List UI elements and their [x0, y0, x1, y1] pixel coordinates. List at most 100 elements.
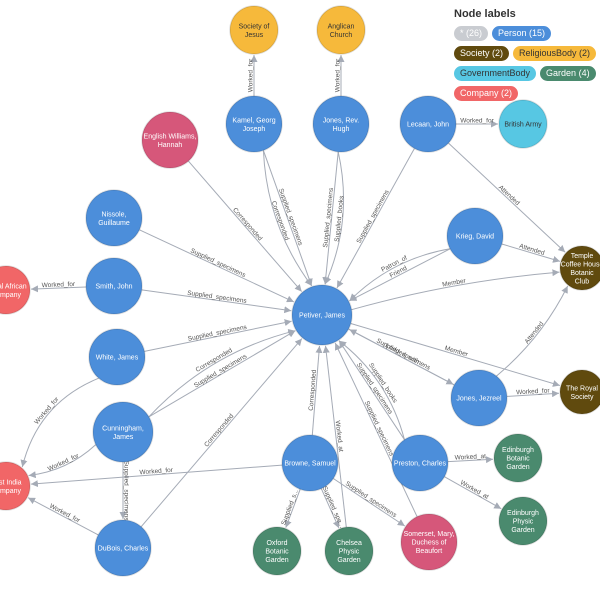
- edge-line[interactable]: [27, 497, 99, 536]
- node-cunningham[interactable]: Cunningham,James: [92, 401, 154, 463]
- religious-body-node-circle[interactable]: [229, 5, 279, 55]
- edge-supplied-specimens[interactable]: Supplied_specimens: [338, 340, 405, 440]
- edge-line[interactable]: [334, 342, 418, 517]
- person-node-circle[interactable]: [85, 189, 143, 247]
- edge-line[interactable]: [28, 444, 97, 479]
- society-node-circle[interactable]: [559, 245, 600, 291]
- edge-supplied-specimens[interactable]: Supplied_specimens: [148, 330, 296, 418]
- legend-chip[interactable]: Society (2): [454, 46, 510, 61]
- edge-line[interactable]: [338, 340, 405, 440]
- edge-worked-for[interactable]: Worked_for: [506, 387, 560, 398]
- edge-line[interactable]: [148, 330, 296, 418]
- edge-worked-for[interactable]: Worked_for: [28, 444, 97, 479]
- edge-line[interactable]: [262, 150, 313, 286]
- edge-worked-for[interactable]: Worked_for: [30, 281, 87, 293]
- person-node-circle[interactable]: [391, 434, 449, 492]
- edge-supplied-specimens[interactable]: Supplied_specimens: [144, 319, 292, 352]
- edge-line[interactable]: [351, 269, 560, 311]
- garden-node-circle[interactable]: [252, 526, 302, 576]
- edge-line[interactable]: [30, 285, 87, 293]
- person-node-circle[interactable]: [94, 519, 152, 577]
- edge-supplied-s[interactable]: Supplied_s...: [280, 488, 301, 528]
- edge-supplied-specimens[interactable]: Supplied_specimens: [139, 229, 295, 303]
- node-english[interactable]: English Williams,Hannah: [141, 111, 199, 169]
- edge-line[interactable]: [448, 142, 566, 253]
- person-pink-node-circle[interactable]: [141, 111, 199, 169]
- person-node-circle[interactable]: [450, 369, 508, 427]
- node-white[interactable]: White, James: [88, 328, 146, 386]
- edge-member[interactable]: Member: [351, 269, 560, 311]
- person-node-circle[interactable]: [225, 95, 283, 153]
- edge-line[interactable]: [322, 345, 347, 528]
- edge-line[interactable]: [447, 456, 494, 464]
- person-node-circle[interactable]: [291, 284, 353, 346]
- edge-line[interactable]: [322, 151, 339, 285]
- edge-supplied-specimens[interactable]: Supplied_specimens: [119, 461, 130, 522]
- edge-worked-for[interactable]: Worked_for: [27, 497, 99, 536]
- person-node-circle[interactable]: [281, 434, 339, 492]
- edge-line[interactable]: [496, 285, 569, 377]
- person-node-circle[interactable]: [312, 95, 370, 153]
- person-node-circle[interactable]: [399, 95, 457, 153]
- edge-attended[interactable]: Attended: [496, 285, 569, 377]
- person-node-circle[interactable]: [92, 401, 154, 463]
- node-jones-hugh[interactable]: Jones, Rev.Hugh: [312, 95, 370, 153]
- edge-line[interactable]: [139, 229, 295, 303]
- edge-line[interactable]: [349, 248, 451, 302]
- edge-attended[interactable]: Attended: [501, 243, 561, 263]
- edge-worked-for[interactable]: Worked_for: [20, 377, 99, 468]
- node-jones-j[interactable]: Jones, Jezreel: [450, 369, 508, 427]
- person-pink-node-circle[interactable]: [400, 513, 458, 571]
- node-eic[interactable]: East IndiaCompany: [0, 461, 31, 511]
- garden-node-circle[interactable]: [324, 526, 374, 576]
- edge-supplied-books[interactable]: Supplied_books: [324, 151, 345, 285]
- company-node-circle[interactable]: [0, 461, 31, 511]
- edge-line[interactable]: [338, 340, 405, 440]
- person-node-circle[interactable]: [446, 207, 504, 265]
- edge-corresponded[interactable]: Corresponded: [308, 345, 323, 436]
- edge-worked-for[interactable]: Worked_for: [248, 55, 258, 96]
- edge-line[interactable]: [444, 476, 502, 510]
- edge-line[interactable]: [311, 345, 323, 436]
- garden-node-circle[interactable]: [498, 496, 548, 546]
- edge-line[interactable]: [144, 319, 292, 352]
- edge-line[interactable]: [148, 329, 296, 418]
- edge-line[interactable]: [20, 377, 99, 468]
- edge-worked-for[interactable]: Worked_for: [30, 464, 283, 488]
- edge-line[interactable]: [140, 338, 303, 528]
- edge-supplied-specimens[interactable]: Supplied_specimens: [333, 478, 406, 527]
- node-krieg[interactable]: Krieg, David: [446, 207, 504, 265]
- node-rac[interactable]: Royal AfricanCompany: [0, 265, 31, 315]
- edge-line[interactable]: [284, 489, 301, 528]
- legend-chip[interactable]: ReligiousBody (2): [513, 46, 597, 61]
- legend-chip[interactable]: * (26): [454, 26, 489, 41]
- edge-worked-at[interactable]: Worked_at: [447, 453, 494, 464]
- edge-worked-for[interactable]: Worked_for: [335, 55, 345, 97]
- legend-chip[interactable]: Person (15): [492, 26, 552, 41]
- company-node-circle[interactable]: [0, 265, 31, 315]
- node-army[interactable]: British Army: [498, 99, 548, 149]
- edge-line[interactable]: [506, 390, 560, 398]
- node-lecaan[interactable]: Lecaan, John: [399, 95, 457, 153]
- edge-line[interactable]: [324, 151, 345, 285]
- edge-supplied-specimens[interactable]: Supplied_specimens: [141, 289, 292, 314]
- legend-chip[interactable]: Company (2): [454, 86, 519, 101]
- edge-line[interactable]: [333, 478, 406, 527]
- edge-line[interactable]: [141, 289, 292, 314]
- edge-line[interactable]: [350, 323, 561, 387]
- edge-line[interactable]: [188, 160, 303, 292]
- node-preston[interactable]: Preston, Charles: [391, 434, 449, 492]
- edge-line[interactable]: [262, 150, 313, 287]
- edge-line[interactable]: [30, 464, 283, 488]
- edge-worked-for[interactable]: Worked_for: [456, 118, 498, 128]
